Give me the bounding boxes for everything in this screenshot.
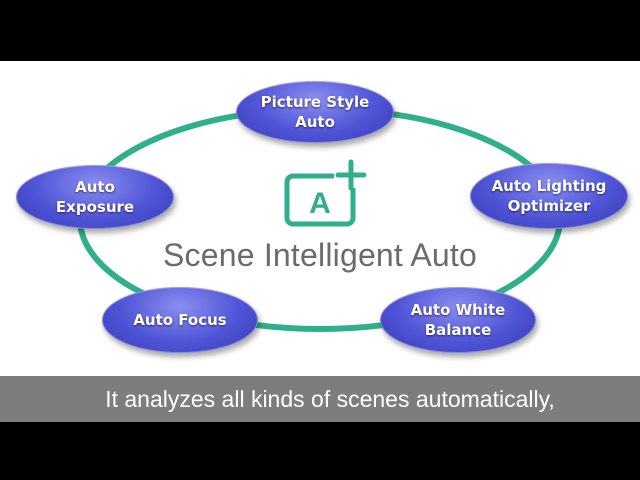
node-auto-focus: Auto Focus: [102, 287, 258, 353]
diagram-title: Scene Intelligent Auto: [163, 237, 477, 273]
auto-mode-icon: A: [284, 159, 367, 227]
letterbox-bottom: [0, 422, 640, 480]
letterbox-top: [0, 0, 640, 61]
node-label: Auto Lighting Optimizer: [491, 177, 607, 215]
subtitle-text: It analyzes all kinds of scenes automati…: [105, 385, 555, 412]
diagram-stage: A Scene Intelligent Auto Picture Style A…: [0, 61, 640, 376]
node-picture-style-auto: Picture Style Auto: [236, 81, 394, 143]
node-auto-exposure: Auto Exposure: [16, 165, 174, 229]
node-label: Picture Style Auto: [260, 93, 370, 131]
node-label: Auto Focus: [133, 311, 227, 329]
node-auto-white-balance: Auto White Balance: [380, 287, 536, 353]
node-auto-lighting-optimizer: Auto Lighting Optimizer: [470, 163, 628, 229]
icon-letter: A: [309, 187, 331, 220]
node-label: Auto White Balance: [410, 301, 506, 339]
node-label: Auto Exposure: [55, 178, 135, 216]
subtitle-bar: It analyzes all kinds of scenes automati…: [0, 376, 640, 422]
